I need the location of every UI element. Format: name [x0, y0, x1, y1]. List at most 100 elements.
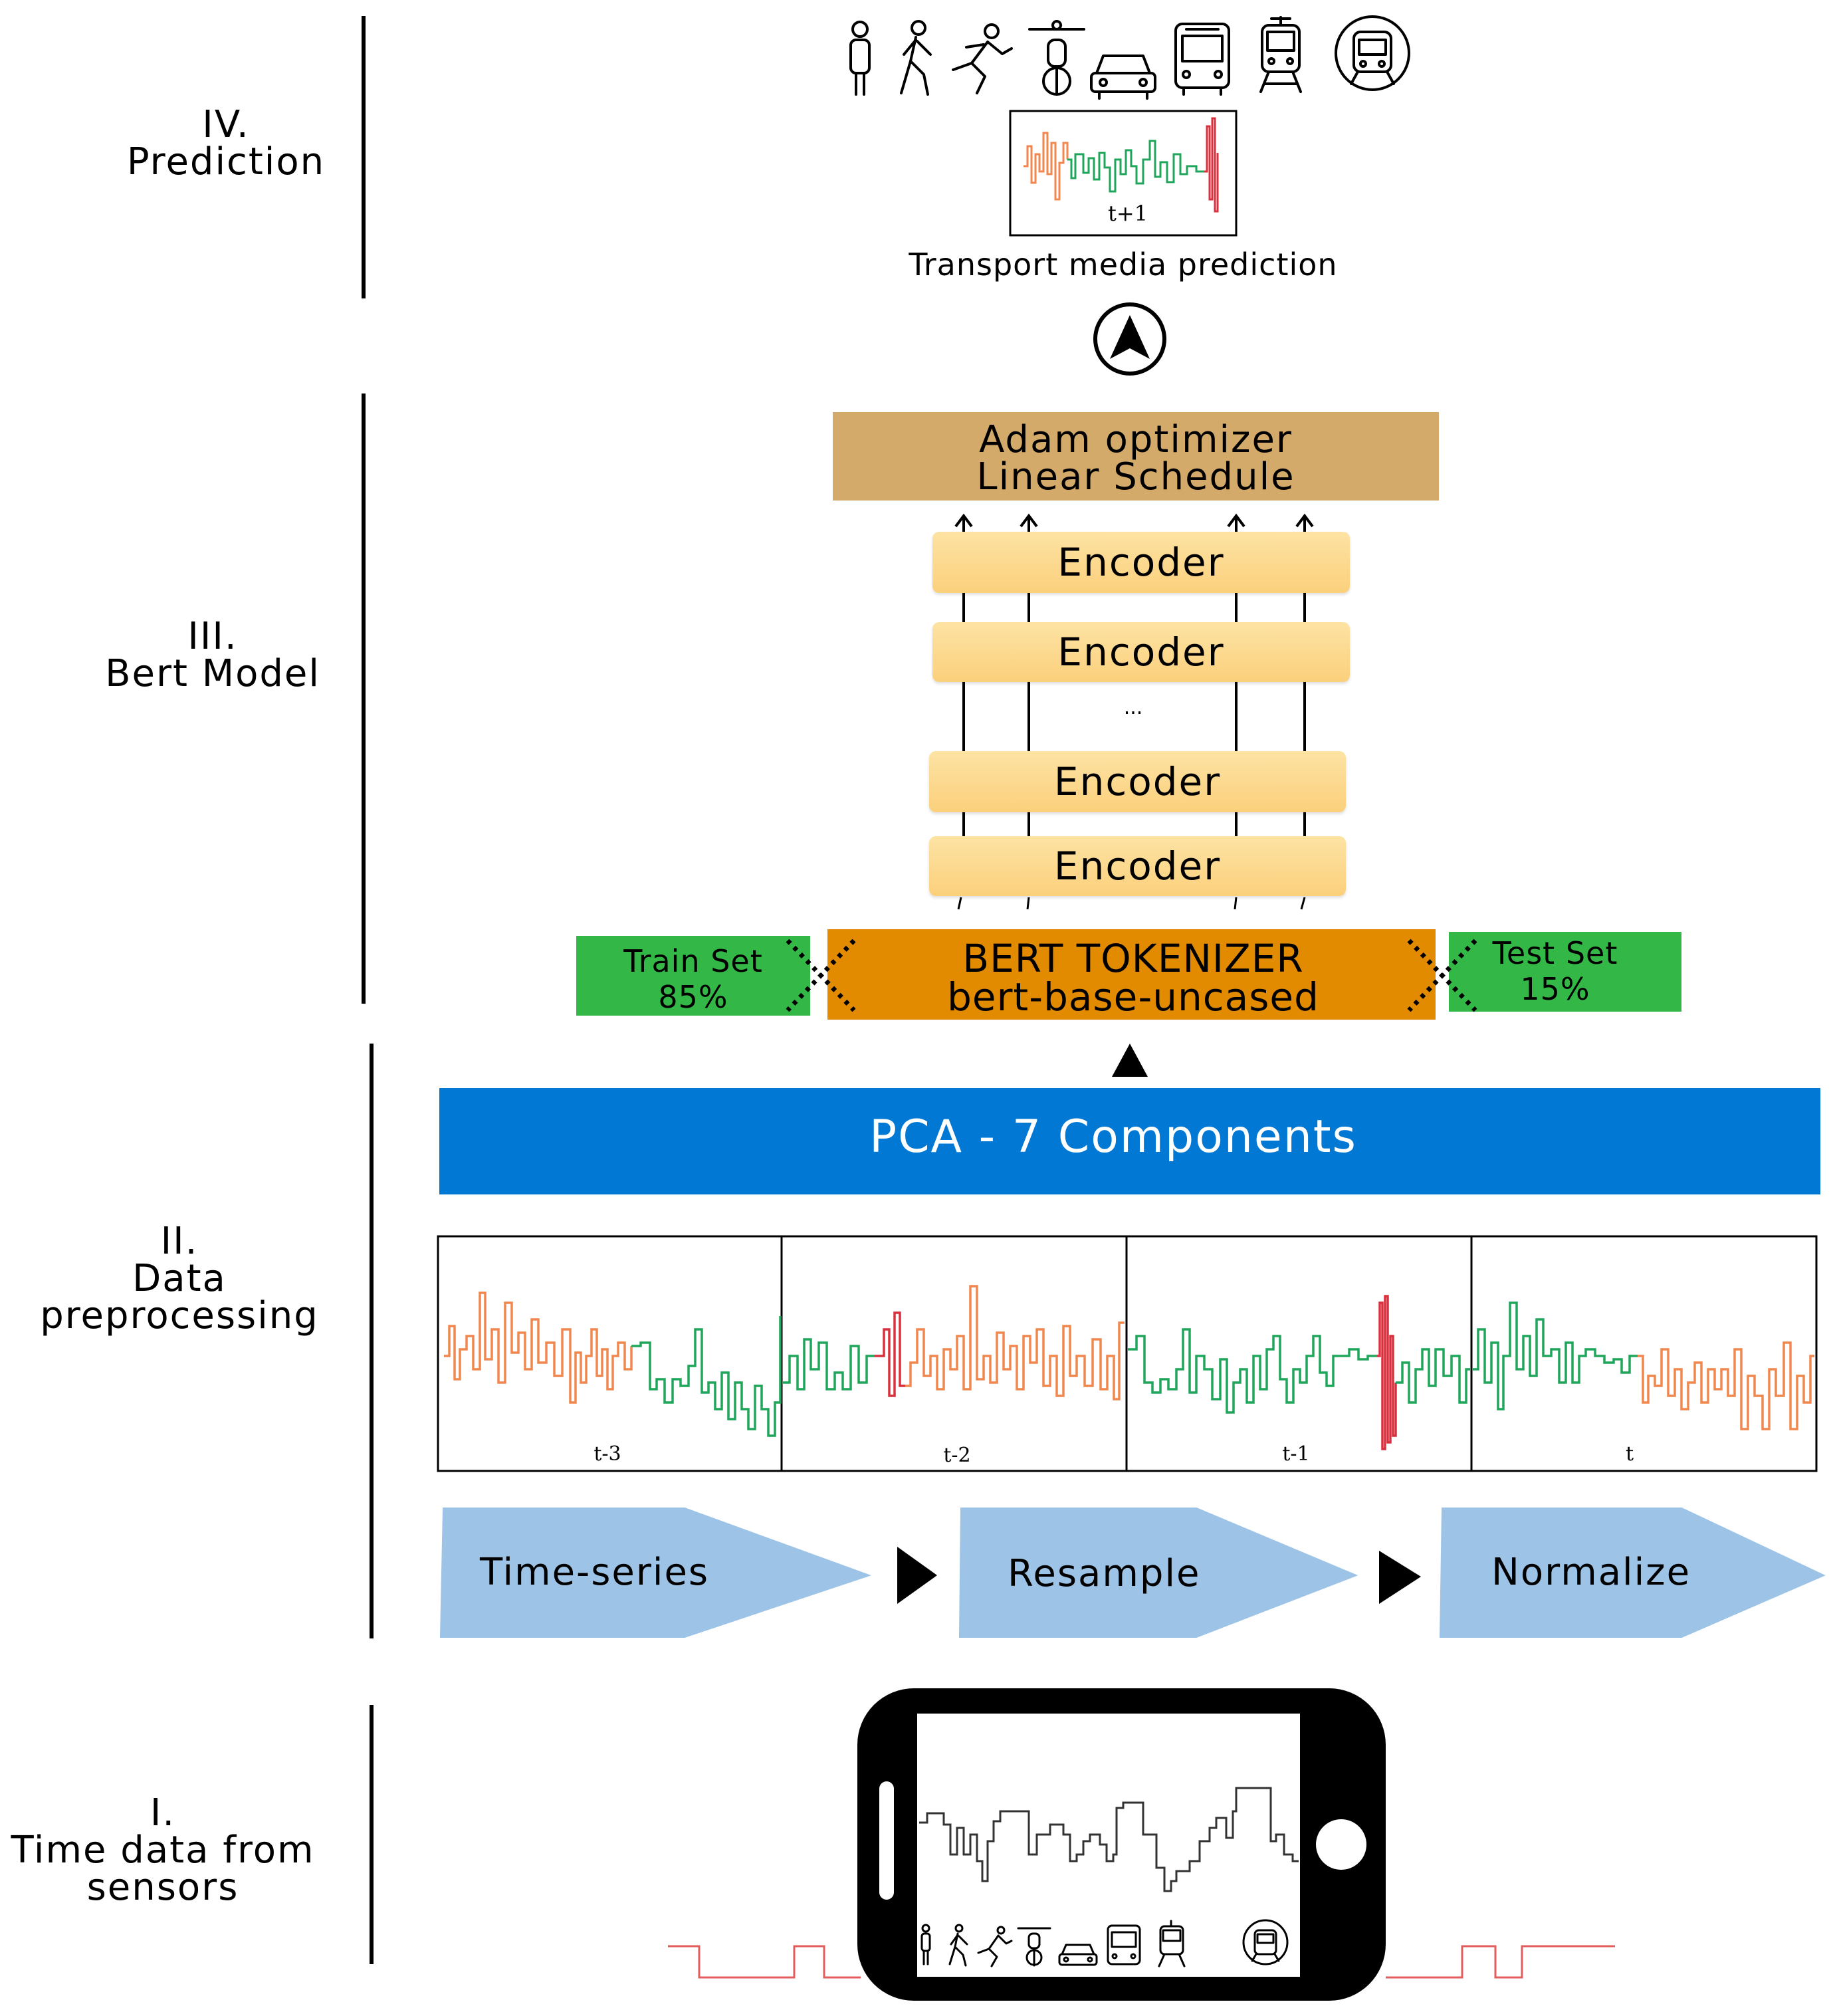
car-icon — [1090, 55, 1156, 100]
up-triangle-icon — [1112, 1044, 1148, 1077]
window-series-orange — [905, 1285, 1125, 1400]
pca-bar — [439, 1088, 1820, 1194]
phone-skyline — [919, 1787, 1299, 1892]
stage-title-line2: sensors — [86, 1866, 239, 1909]
encoder-block-2: Encoder — [932, 622, 1350, 682]
encoder-label: Encoder — [1053, 759, 1222, 804]
window-label-t: t — [1625, 1442, 1634, 1466]
optimizer-line1: Adam optimizer — [979, 418, 1293, 461]
test-set-label: Test Set — [1492, 935, 1618, 971]
optimizer-line2: Linear Schedule — [976, 455, 1295, 499]
window-series-orange — [1638, 1341, 1814, 1430]
stage-label-prediction: IV. Prediction — [120, 106, 332, 181]
train-set-label: Train Set — [623, 943, 763, 979]
tram-icon — [1158, 1920, 1186, 1967]
stage-title-line1: Data — [132, 1257, 227, 1300]
phone — [668, 1688, 1615, 2001]
stage-divider-sensors — [370, 1705, 374, 1964]
pipeline-step-normalize — [1439, 1508, 1826, 1638]
window-series-green — [1396, 1348, 1470, 1404]
prediction-series-red — [1204, 117, 1219, 213]
test-set-value: 15% — [1520, 971, 1590, 1007]
prediction-series-orange — [1024, 132, 1069, 201]
bicycle-icon — [1017, 1927, 1051, 1967]
optimizer-box — [833, 412, 1439, 501]
sensor-signal-right — [1386, 1945, 1615, 1979]
window-series-orange — [444, 1291, 633, 1404]
pipeline-label-resample: Resample — [1008, 1552, 1201, 1595]
encoder-block-3: Encoder — [929, 751, 1346, 812]
bicycle-icon — [1028, 20, 1085, 96]
pipeline-label-time-series: Time-series — [480, 1551, 710, 1594]
pipeline-step-resample — [958, 1508, 1358, 1638]
stage-title-line2: preprocessing — [40, 1294, 319, 1337]
pipeline-step-time-series — [439, 1508, 872, 1638]
bus-icon — [1107, 1924, 1141, 1965]
encoder-label: Encoder — [1053, 843, 1222, 889]
stage-number: IV. — [202, 103, 250, 146]
time-windows — [437, 1235, 1818, 1472]
pipeline-arrow-icon — [897, 1547, 937, 1604]
stage-divider-preprocessing — [370, 1044, 374, 1638]
prediction-tick-label: t+1 — [1108, 201, 1148, 226]
prediction-series-green — [1067, 140, 1204, 193]
stage-label-sensors: I. Time data from sensors — [0, 1795, 326, 1906]
encoder-block-1: Encoder — [932, 532, 1350, 593]
window-label-t-3: t-3 — [594, 1442, 621, 1466]
tram-icon — [1259, 16, 1302, 93]
window-series-green — [1128, 1328, 1377, 1414]
tokenizer-line2: bert-base-uncased — [947, 974, 1319, 1020]
phone-home-button — [1316, 1819, 1366, 1870]
stage-number: III. — [187, 615, 238, 658]
stage-divider-prediction — [362, 16, 366, 298]
pipeline — [439, 1508, 1826, 1638]
bus-icon — [1174, 23, 1230, 96]
test-set-box — [1449, 932, 1681, 1012]
stage-divider-bert — [362, 393, 366, 1004]
stage-title: Prediction — [126, 140, 326, 183]
encoder-block-4: Encoder — [929, 836, 1346, 896]
up-arrow-icon — [1093, 302, 1166, 376]
transport-icons-top — [849, 15, 1410, 100]
pipeline-label-normalize: Normalize — [1491, 1551, 1691, 1594]
pca-label: PCA - 7 Components — [869, 1111, 1357, 1163]
stage-number: II. — [160, 1220, 199, 1263]
stage-title-line1: Time data from — [11, 1829, 315, 1872]
tokenizer-line1: BERT TOKENIZER — [962, 936, 1303, 981]
window-series-red — [1377, 1295, 1397, 1450]
encoder-label: Encoder — [1057, 629, 1225, 675]
stage-number: I. — [150, 1791, 176, 1835]
stage-title: Bert Model — [105, 652, 320, 695]
split-cross-right — [1407, 939, 1477, 1012]
encoder-ellipsis: ... — [1067, 688, 1200, 728]
prediction-caption: Transport media prediction — [908, 247, 1337, 282]
window-series-red — [875, 1311, 905, 1397]
person-standing-icon — [849, 21, 871, 96]
train-icon — [1335, 15, 1410, 91]
window-series-green — [631, 1316, 782, 1437]
encoder-label: Encoder — [1057, 540, 1225, 585]
tokenizer-box — [827, 929, 1436, 1020]
stage-label-preprocessing: II. Data preprocessing — [33, 1223, 326, 1335]
phone-speaker — [879, 1781, 894, 1900]
train-icon — [1242, 1919, 1289, 1965]
walking-icon — [900, 20, 932, 96]
train-set-value: 85% — [658, 979, 728, 1015]
sensor-signal-left — [668, 1945, 861, 1979]
prediction-chart — [1009, 110, 1238, 237]
train-set-box — [576, 936, 810, 1016]
transport-icons-phone — [920, 1919, 1289, 1967]
running-icon — [977, 1926, 1013, 1967]
walking-icon — [948, 1924, 968, 1967]
window-label-t-2: t-2 — [943, 1444, 971, 1467]
split-cross-left — [786, 939, 856, 1012]
window-series-green — [1473, 1301, 1638, 1410]
car-icon — [1058, 1944, 1098, 1966]
stage-label-bert: III. Bert Model — [93, 618, 332, 693]
person-standing-icon — [920, 1924, 931, 1965]
window-series-green — [783, 1338, 875, 1391]
running-icon — [952, 23, 1013, 94]
ellipsis-label: ... — [1123, 696, 1143, 719]
window-label-t-1: t-1 — [1282, 1442, 1310, 1466]
